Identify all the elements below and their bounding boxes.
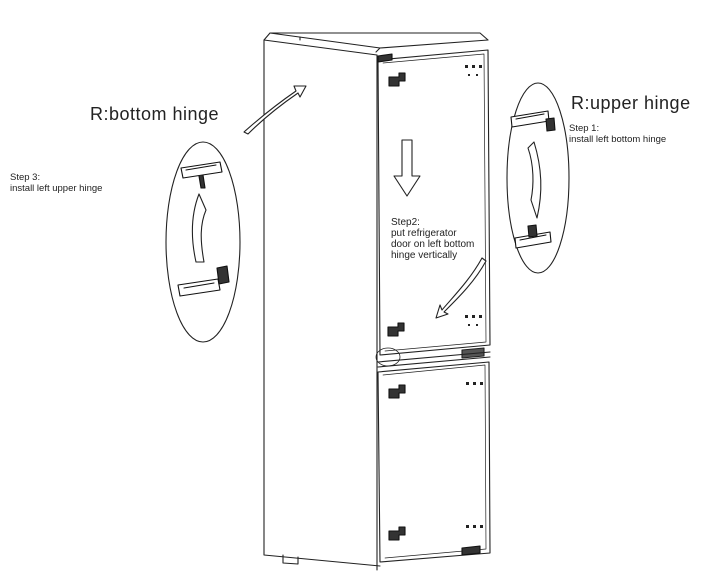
bottom-hinge-title: R:bottom hinge (90, 104, 220, 124)
step2-line3: hinge vertically (391, 250, 458, 261)
step1-title: Step 1: (569, 123, 600, 134)
arrow-down-icon (393, 139, 421, 197)
upper-hinge-zoom (506, 82, 570, 274)
hinge-icon (377, 53, 481, 556)
arrow-curved-icon (191, 193, 207, 263)
step2-line1: put refrigerator (391, 228, 457, 239)
step3-text: install left upper hinge (10, 183, 103, 194)
step2-line2: door on left bottom (391, 239, 475, 250)
upper-door (375, 47, 491, 356)
hinge-icon (177, 161, 230, 297)
step3-title: Step 3: (10, 172, 41, 183)
door-screw-holes-lower (466, 382, 483, 528)
step2-title: Step2: (391, 217, 420, 228)
hinge-icon (510, 110, 556, 249)
arrow-curved-icon (527, 141, 542, 219)
bottom-hinge-zoom (165, 141, 241, 343)
upper-hinge-title: R:upper hinge (571, 93, 691, 113)
middle-hinge (375, 347, 491, 368)
door-screw-holes-upper (465, 65, 482, 326)
arrow-curved-icon (243, 85, 307, 135)
step1-text: install left bottom hinge (569, 134, 667, 145)
lower-door (377, 361, 491, 563)
arrow-curved-icon (435, 257, 487, 319)
